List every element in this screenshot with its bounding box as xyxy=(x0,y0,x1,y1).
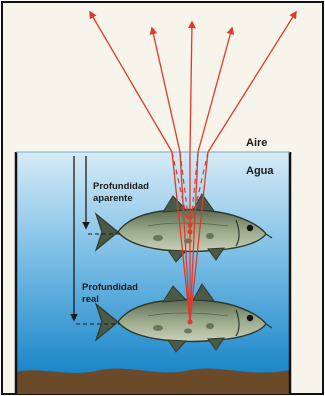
apparent-image-point xyxy=(188,230,193,235)
water-body xyxy=(16,152,290,374)
sediment-floor xyxy=(16,368,290,394)
apparent-depth-label-line2: aparente xyxy=(93,193,133,204)
air-label: Aire xyxy=(246,137,267,149)
real-object-point xyxy=(188,320,193,325)
apparent-depth-label-line1: Profundidad xyxy=(93,181,149,192)
real-depth-label-line2: real xyxy=(82,294,99,305)
real-depth-label-line1: Profundidad xyxy=(82,282,138,293)
water-label: Agua xyxy=(246,165,274,177)
